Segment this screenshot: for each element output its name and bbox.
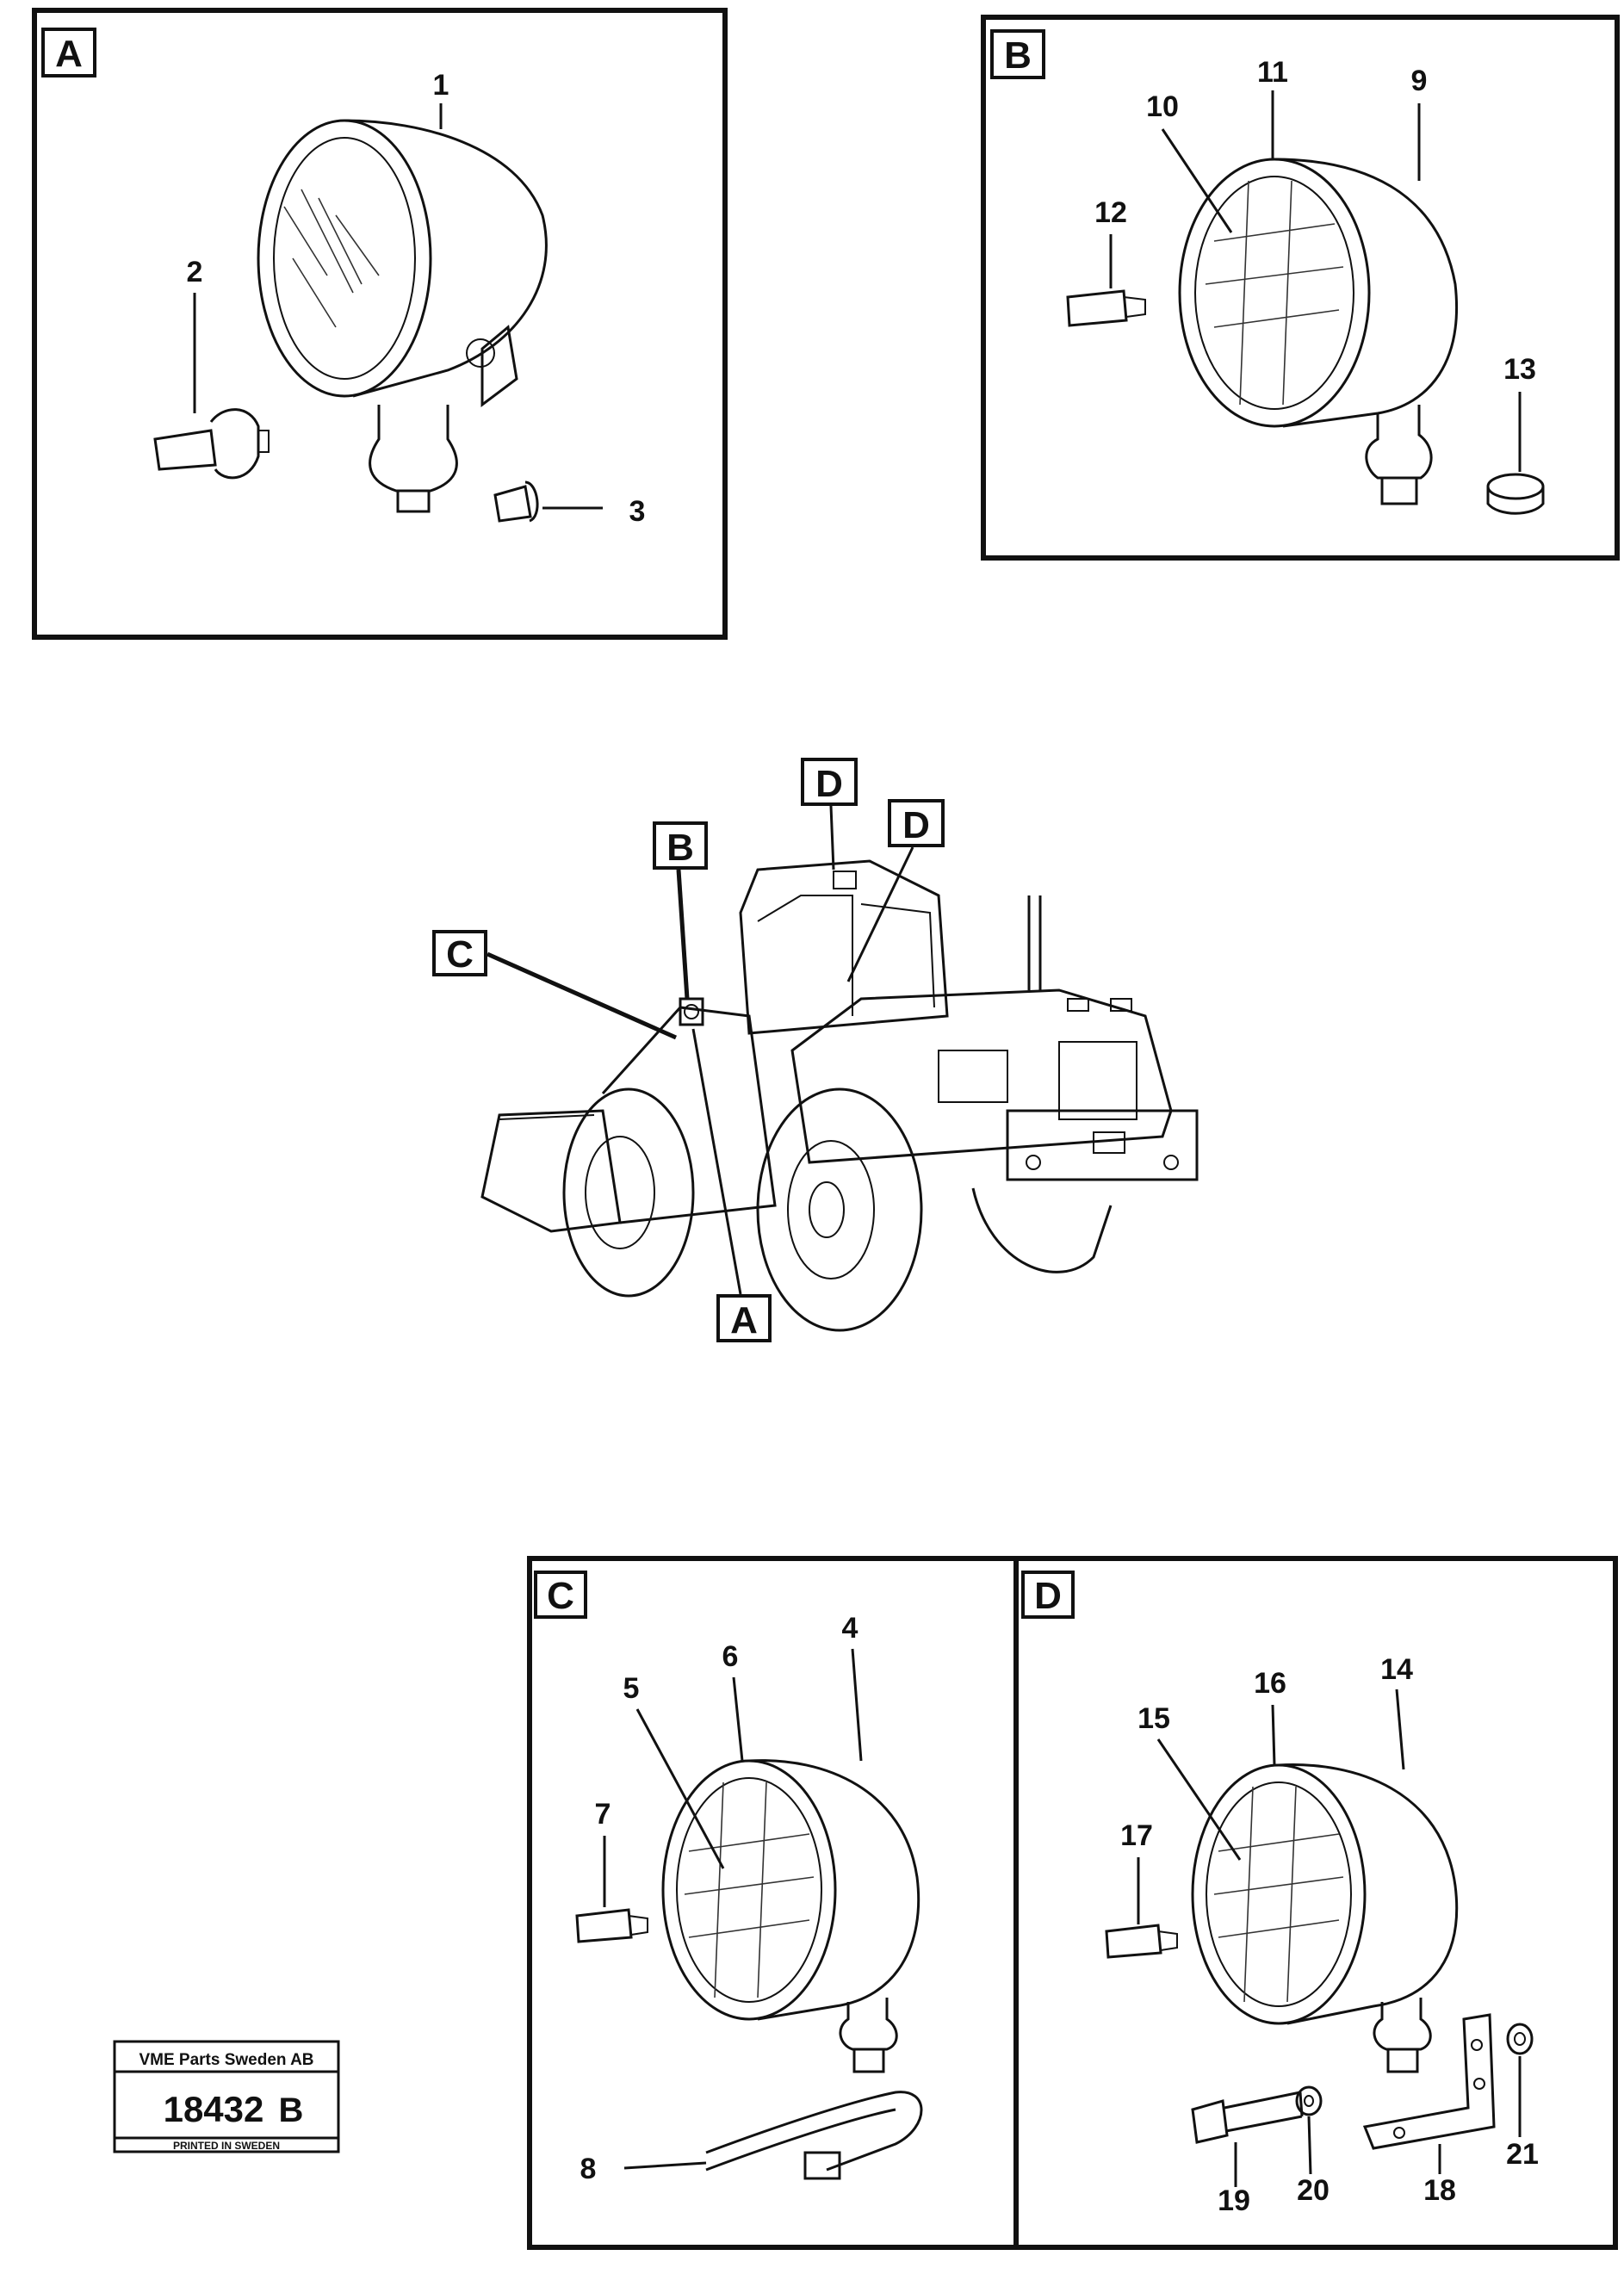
label-part-18: 18 (1423, 2174, 1456, 2207)
label-part-4: 4 (842, 1612, 858, 1645)
callout-d1: D (801, 758, 858, 871)
callout-b-letter: B (666, 827, 694, 869)
label-part-5: 5 (623, 1672, 640, 1705)
stamp-company: VME Parts Sweden AB (139, 2051, 313, 2069)
stamp-number: 18432 (164, 2089, 264, 2129)
work-lamp-b (1178, 158, 1458, 505)
panel-b-letter: B (1004, 34, 1032, 77)
bulb-2 (153, 408, 270, 480)
panel-a-tag (41, 28, 96, 77)
panel-c-tag (534, 1571, 587, 1619)
label-part-20: 20 (1297, 2174, 1330, 2207)
label-part-1: 1 (433, 69, 449, 102)
label-part-8: 8 (580, 2153, 597, 2185)
label-part-17: 17 (1120, 1819, 1153, 1852)
cable-tie-8 (705, 2091, 923, 2180)
label-part-14: 14 (1380, 1653, 1413, 1686)
label-part-10: 10 (1146, 90, 1179, 123)
label-part-19: 19 (1218, 2184, 1250, 2217)
panel-a: A 1 2 3 (32, 8, 728, 640)
panel-c-frame (527, 1556, 1019, 2250)
label-part-3: 3 (629, 495, 646, 528)
callout-c-letter: C (446, 933, 474, 976)
work-lamp-c (661, 1759, 920, 2073)
label-part-7: 7 (595, 1798, 611, 1831)
label-part-2: 2 (187, 256, 203, 288)
callout-d2-letter: D (902, 804, 930, 846)
callout-a-letter: A (730, 1299, 758, 1341)
callout-a: A (691, 1028, 772, 1342)
panel-a-letter: A (55, 33, 83, 75)
panel-d-letter: D (1034, 1575, 1062, 1617)
parts-stamp: VME Parts Sweden AB 18432 B PRINTED IN S… (113, 2040, 340, 2153)
bulb-17 (1105, 1924, 1178, 1959)
callout-c: C (432, 930, 678, 1040)
panel-a-frame (32, 8, 728, 640)
panel-b-tag (990, 29, 1045, 79)
label-part-12: 12 (1094, 196, 1127, 229)
bracket-18 (1362, 2013, 1496, 2150)
washer-20 (1295, 2085, 1323, 2116)
nut-21 (1506, 2023, 1534, 2055)
callout-b: B (653, 821, 708, 1000)
grommet-13 (1486, 473, 1545, 515)
panel-d-frame (1013, 1556, 1618, 2250)
label-part-6: 6 (722, 1640, 739, 1673)
screw-3 (493, 480, 539, 523)
callout-d2: D (846, 799, 945, 982)
label-part-9: 9 (1411, 65, 1428, 97)
panel-c-letter: C (547, 1575, 574, 1617)
callout-d1-letter: D (815, 763, 843, 805)
panel-d-tag (1021, 1571, 1075, 1619)
bolt-19 (1191, 2091, 1304, 2144)
label-part-13: 13 (1503, 353, 1536, 386)
label-part-21: 21 (1506, 2138, 1539, 2171)
label-part-11: 11 (1257, 56, 1288, 89)
bulb-12 (1066, 289, 1146, 327)
label-part-15: 15 (1137, 1702, 1170, 1735)
panel-d: D 14 (1013, 1556, 1618, 2250)
panel-b-frame (981, 15, 1620, 561)
panel-b: B 11 10 9 12 13 (981, 15, 1620, 561)
panel-c: C 4 6 5 7 8 (527, 1556, 1019, 2250)
work-lamp-a (257, 119, 548, 513)
label-part-16: 16 (1254, 1667, 1286, 1700)
stamp-footer: PRINTED IN SWEDEN (173, 2140, 280, 2152)
wheel-loader (480, 859, 1199, 1332)
bulb-7 (575, 1908, 648, 1943)
work-lamp-d (1191, 1763, 1459, 2073)
stamp-suffix: B (279, 2091, 304, 2129)
